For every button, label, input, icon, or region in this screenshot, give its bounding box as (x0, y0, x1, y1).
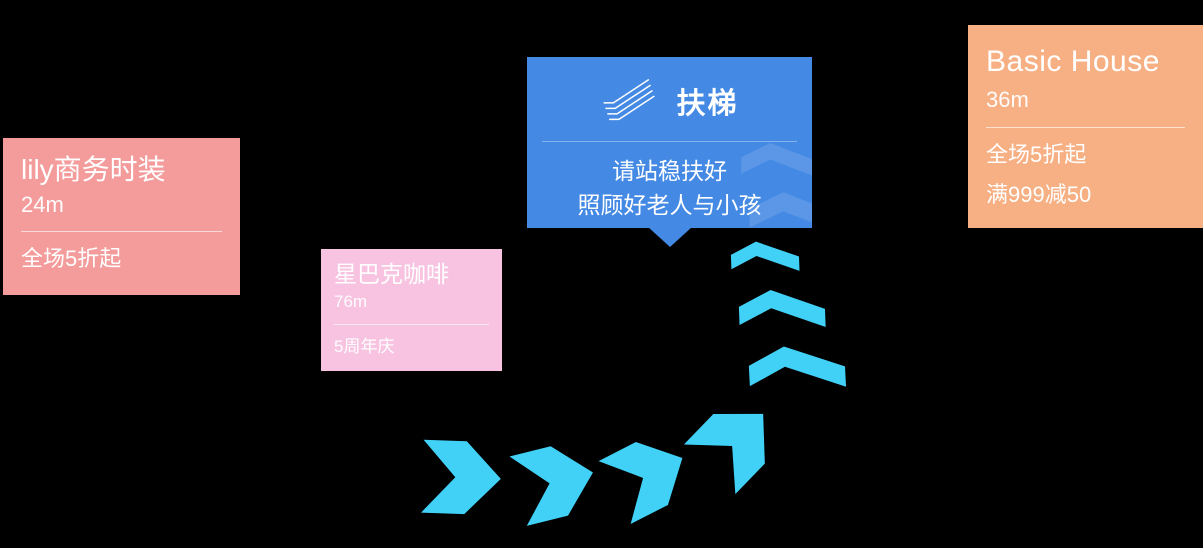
store-promo: 全场5折起 (986, 142, 1087, 167)
store-card-lily[interactable]: lily商务时装 24m 全场5折起 (3, 138, 240, 295)
store-distance: 76m (334, 292, 368, 311)
route-arrow-icon (504, 435, 606, 530)
watermark-chevron-icon (741, 143, 812, 176)
divider (21, 231, 222, 232)
store-promo: 全场5折起 (21, 246, 122, 271)
store-promo: 5周年庆 (334, 337, 395, 356)
watermark-chevron-icon (749, 192, 812, 228)
route-arrow-icon (588, 420, 708, 530)
store-distance: 24m (21, 192, 64, 217)
store-name: lily商务时装 (21, 154, 166, 185)
escalator-header: 扶梯 (542, 77, 797, 125)
store-card-starbucks[interactable]: 星巴克咖啡 76m 5周年庆 (321, 249, 502, 371)
divider (542, 141, 797, 142)
route-arrow-icon (670, 376, 801, 508)
card-pointer-icon (648, 227, 692, 247)
store-name: Basic House (986, 45, 1160, 78)
store-name: 星巴克咖啡 (334, 261, 449, 287)
escalator-tip: 照顾好老人与小孩 (577, 192, 762, 218)
escalator-info-card[interactable]: 扶梯 请站稳扶好 照顾好老人与小孩 (527, 57, 812, 228)
escalator-icon (600, 78, 658, 124)
divider (334, 324, 489, 325)
route-arrow-icon (732, 286, 831, 332)
route-arrow-icon (419, 437, 504, 519)
escalator-title: 扶梯 (676, 88, 739, 120)
store-promo: 满999减50 (986, 182, 1092, 207)
store-distance: 36m (986, 87, 1029, 112)
escalator-tip: 请站稳扶好 (612, 158, 727, 184)
route-arrow-icon (739, 341, 855, 395)
route-arrow-icon (722, 239, 807, 276)
store-card-basic-house[interactable]: Basic House 36m 全场5折起 满999减50 (968, 25, 1203, 228)
divider (986, 127, 1185, 128)
